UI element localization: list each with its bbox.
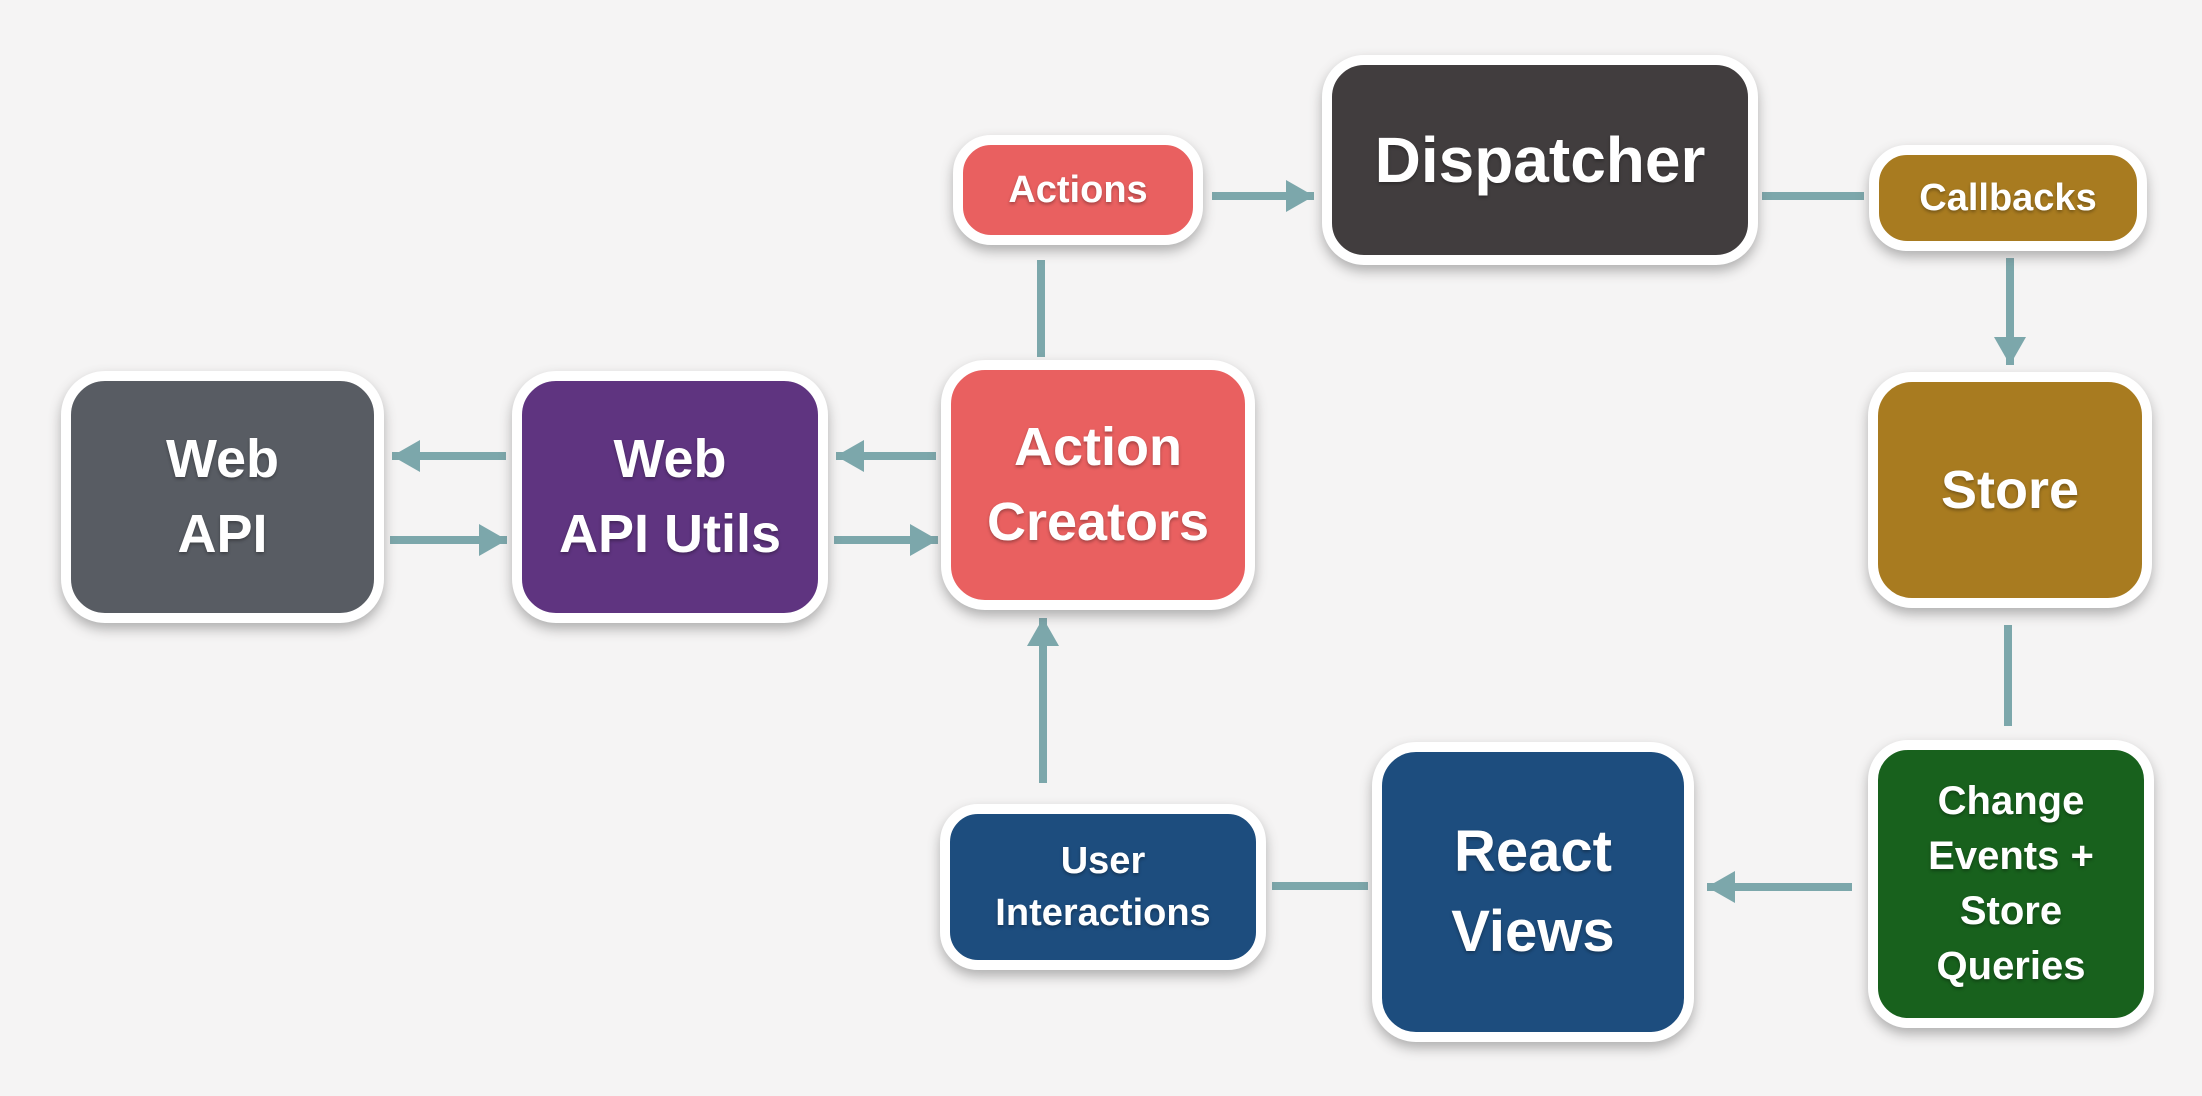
node-user-interactions: User Interactions xyxy=(940,804,1266,970)
node-actions: Actions xyxy=(953,135,1203,245)
node-web-api-utils: Web API Utils xyxy=(512,371,828,623)
node-callbacks-label: Callbacks xyxy=(1919,176,2097,219)
node-dispatcher-label: Dispatcher xyxy=(1374,123,1706,196)
node-action-creators-label: Action Creators xyxy=(986,417,1210,552)
node-actions-label: Actions xyxy=(1008,168,1148,211)
node-change-events-store-queries-label: Change Events + Store Queries xyxy=(1928,778,2094,989)
node-user-interactions-label: User Interactions xyxy=(995,839,1211,934)
node-react-views-label: React Views xyxy=(1451,818,1615,964)
node-web-api: Web API xyxy=(61,371,384,623)
node-react-views: React Views xyxy=(1372,742,1694,1042)
node-web-api-utils-label: Web API Utils xyxy=(558,429,782,564)
node-callbacks: Callbacks xyxy=(1869,145,2147,251)
node-action-creators: Action Creators xyxy=(941,360,1255,610)
node-dispatcher: Dispatcher xyxy=(1322,55,1758,265)
node-store-label: Store xyxy=(1940,459,2080,520)
node-change-events-store-queries: Change Events + Store Queries xyxy=(1868,740,2154,1028)
node-web-api-label: Web API xyxy=(165,429,279,564)
node-store: Store xyxy=(1868,372,2152,608)
